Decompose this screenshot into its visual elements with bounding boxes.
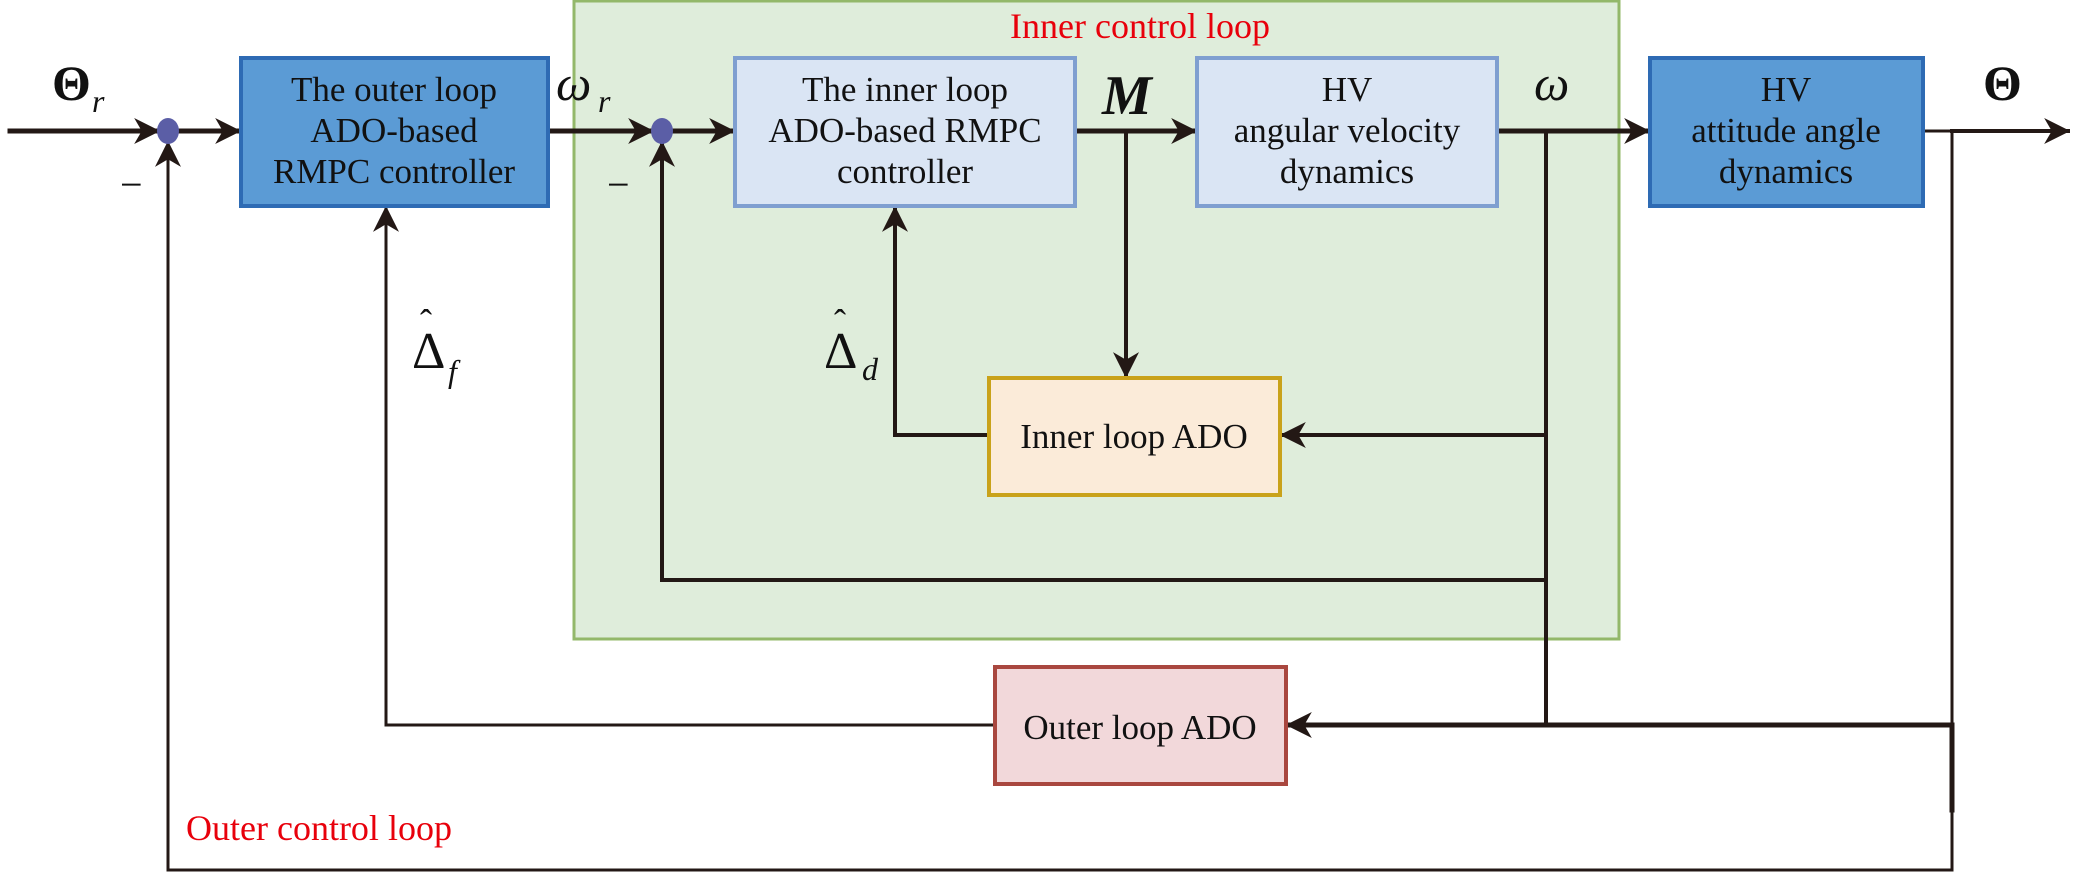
- inner-control-loop-label: Inner control loop: [1010, 6, 1270, 46]
- inner-controller-line-2: ADO-based RMPC: [768, 111, 1041, 150]
- inner-controller-line-3: controller: [837, 152, 973, 191]
- angular-velocity-line-1: HV: [1322, 70, 1373, 109]
- summing-junction-inner: [651, 118, 673, 144]
- theta-ref-sub: r: [92, 83, 105, 119]
- outer-controller-line-2: ADO-based: [310, 111, 478, 150]
- delta-d-sub: d: [862, 351, 879, 387]
- wire-inner-feedback: [649, 140, 1548, 582]
- outer-controller-line-3: RMPC controller: [273, 152, 515, 191]
- summing-junction-outer: [157, 118, 179, 144]
- angular-velocity-line-3: dynamics: [1280, 152, 1414, 191]
- attitude-angle-line-2: attitude angle: [1691, 111, 1881, 150]
- angular-velocity-dynamics-block: HV angular velocity dynamics: [1195, 56, 1499, 208]
- inner-loop-ado-block: Inner loop ADO: [987, 376, 1282, 497]
- attitude-angle-line-1: HV: [1761, 70, 1812, 109]
- inner-ado-label: Inner loop ADO: [1020, 417, 1247, 456]
- attitude-angle-line-3: dynamics: [1719, 152, 1853, 191]
- signal-delta-d: ˆ Δ d: [824, 302, 879, 387]
- signal-theta-output: Θ: [1983, 55, 2022, 111]
- signal-delta-f: ˆ Δ f: [412, 302, 461, 389]
- outer-controller-line-1: The outer loop: [291, 70, 497, 109]
- signal-theta-ref: Θ r: [52, 55, 105, 119]
- theta-ref-base: Θ: [52, 55, 91, 111]
- signal-omega-ref: ω r: [556, 55, 611, 119]
- wire-delta-d: [882, 205, 991, 437]
- signal-moment: M: [1101, 65, 1154, 127]
- omega-ref-sub: r: [598, 83, 611, 119]
- outer-ado-label: Outer loop ADO: [1023, 708, 1256, 747]
- angular-velocity-line-2: angular velocity: [1234, 111, 1461, 150]
- signal-omega: ω: [1534, 55, 1569, 111]
- delta-f-base: Δ: [412, 323, 445, 380]
- outer-loop-controller-block: The outer loop ADO-based RMPC controller: [239, 56, 550, 208]
- inner-loop-controller-block: The inner loop ADO-based RMPC controller: [733, 56, 1077, 208]
- delta-f-sub: f: [448, 353, 461, 389]
- outer-loop-ado-block: Outer loop ADO: [993, 665, 1288, 786]
- delta-d-base: Δ: [824, 323, 857, 380]
- sum2-minus-sign: −: [607, 162, 630, 207]
- sum1-minus-sign: −: [120, 162, 143, 207]
- outer-control-loop-label: Outer control loop: [186, 808, 452, 848]
- inner-controller-line-1: The inner loop: [802, 70, 1008, 109]
- delta-d-hat: ˆ: [834, 302, 846, 342]
- delta-f-hat: ˆ: [420, 302, 432, 342]
- wire-delta-f: [373, 205, 997, 727]
- omega-ref-base: ω: [556, 55, 591, 111]
- attitude-angle-dynamics-block: HV attitude angle dynamics: [1648, 56, 1925, 208]
- wire-outer-feedback: [155, 140, 1954, 872]
